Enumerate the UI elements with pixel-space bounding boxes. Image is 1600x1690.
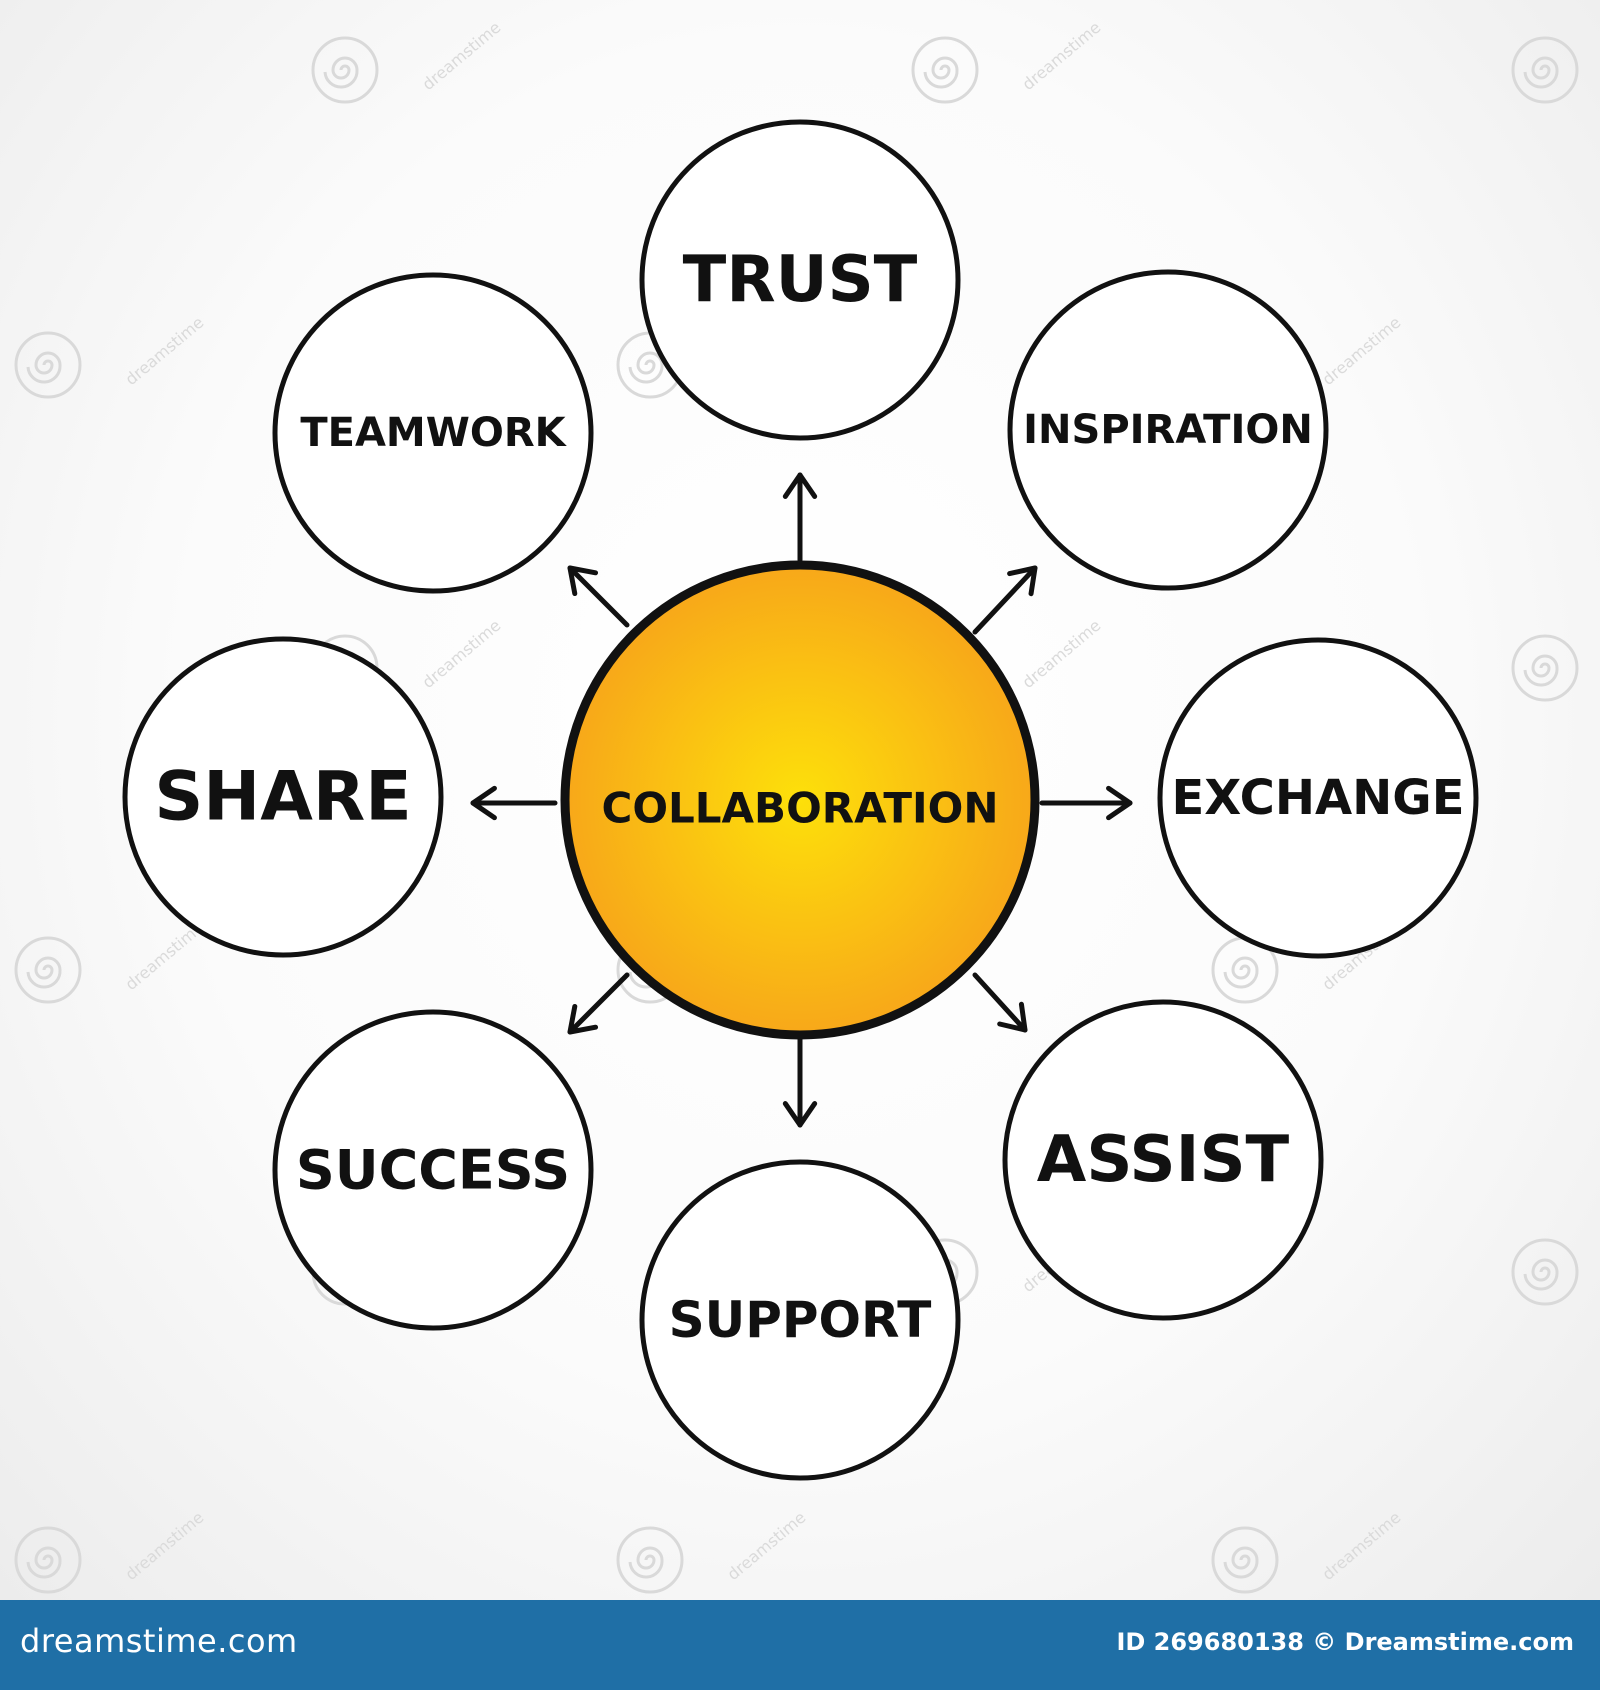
diagram-canvas: dreamstime dreamstime dreamstime dreamstime…	[0, 0, 1600, 1600]
node-label-inspiration: INSPIRATION	[1023, 407, 1313, 453]
watermark-spiral-icon	[311, 36, 379, 104]
node-label-success: SUCCESS	[296, 1139, 570, 1202]
watermark-spiral-icon	[14, 936, 82, 1004]
arrow-to-trust	[782, 472, 818, 563]
center-label: COLLABORATION	[602, 784, 999, 833]
node-circle	[272, 1009, 594, 1331]
watermark-text: dreamstime	[122, 1508, 208, 1584]
node-circle	[1157, 637, 1479, 959]
node-assist: ASSIST	[1002, 999, 1324, 1321]
watermark-text: dreamstime	[724, 1508, 810, 1584]
node-trust: TRUST	[639, 119, 961, 441]
node-label-exchange: EXCHANGE	[1172, 770, 1465, 826]
node-circle	[1007, 269, 1329, 591]
watermark-spiral-icon	[911, 36, 979, 104]
node-inspiration: INSPIRATION	[1007, 269, 1329, 591]
node-circle	[1002, 999, 1324, 1321]
arrow-to-teamwork	[567, 565, 630, 628]
node-exchange: EXCHANGE	[1157, 637, 1479, 959]
watermark-spiral-icon	[1211, 1526, 1279, 1594]
node-circle	[272, 272, 594, 594]
watermark-spiral-icon	[14, 331, 82, 399]
watermark-text: dreamstime	[419, 616, 505, 692]
node-circle	[122, 636, 444, 958]
node-label-share: SHARE	[154, 758, 411, 837]
watermark-spiral-icon	[14, 1526, 82, 1594]
watermark-text: dreamstime	[1019, 18, 1105, 94]
node-share: SHARE	[122, 636, 444, 958]
node-support: SUPPORT	[639, 1159, 961, 1481]
node-success: SUCCESS	[272, 1009, 594, 1331]
arrow-to-share	[470, 785, 558, 821]
watermark-spiral-icon	[1511, 634, 1579, 702]
node-label-trust: TRUST	[683, 243, 918, 317]
node-teamwork: TEAMWORK	[272, 272, 594, 594]
watermark-spiral-icon	[616, 1526, 684, 1594]
arrow-to-inspiration	[972, 565, 1038, 635]
watermark-text: dreamstime	[419, 18, 505, 94]
watermark-text: dreamstime	[1319, 313, 1405, 389]
node-circle	[639, 1159, 961, 1481]
watermark-text: dreamstime	[1019, 616, 1105, 692]
arrow-to-assist	[972, 972, 1028, 1033]
center-circle	[560, 560, 1040, 1040]
watermark-spiral-icon	[1511, 1238, 1579, 1306]
node-circle	[639, 119, 961, 441]
mind-map-diagram: dreamstime dreamstime dreamstime dreamstime…	[14, 18, 1579, 1594]
node-label-support: SUPPORT	[669, 1291, 932, 1349]
footer-image-id: ID 269680138 © Dreamstime.com	[1116, 1628, 1574, 1656]
watermark-spiral-icon	[1511, 36, 1579, 104]
watermark-text: dreamstime	[122, 313, 208, 389]
connector-arrows	[470, 472, 1133, 1128]
node-label-teamwork: TEAMWORK	[300, 410, 567, 456]
watermark-text: dreamstime	[1319, 1508, 1405, 1584]
arrow-to-success	[567, 972, 630, 1035]
center-node: COLLABORATION	[560, 560, 1040, 1040]
arrow-to-exchange	[1039, 785, 1133, 821]
footer-logo[interactable]: dreamstime.com	[20, 1622, 298, 1660]
outer-nodes: TRUST INSPIRATION EXCHANGE ASSIST SUPPORT SUC…	[122, 119, 1479, 1481]
arrow-to-support	[782, 1035, 818, 1128]
node-label-assist: ASSIST	[1037, 1123, 1290, 1197]
footer-bar: dreamstime.com ID 269680138 © Dreamstime…	[0, 1600, 1600, 1690]
